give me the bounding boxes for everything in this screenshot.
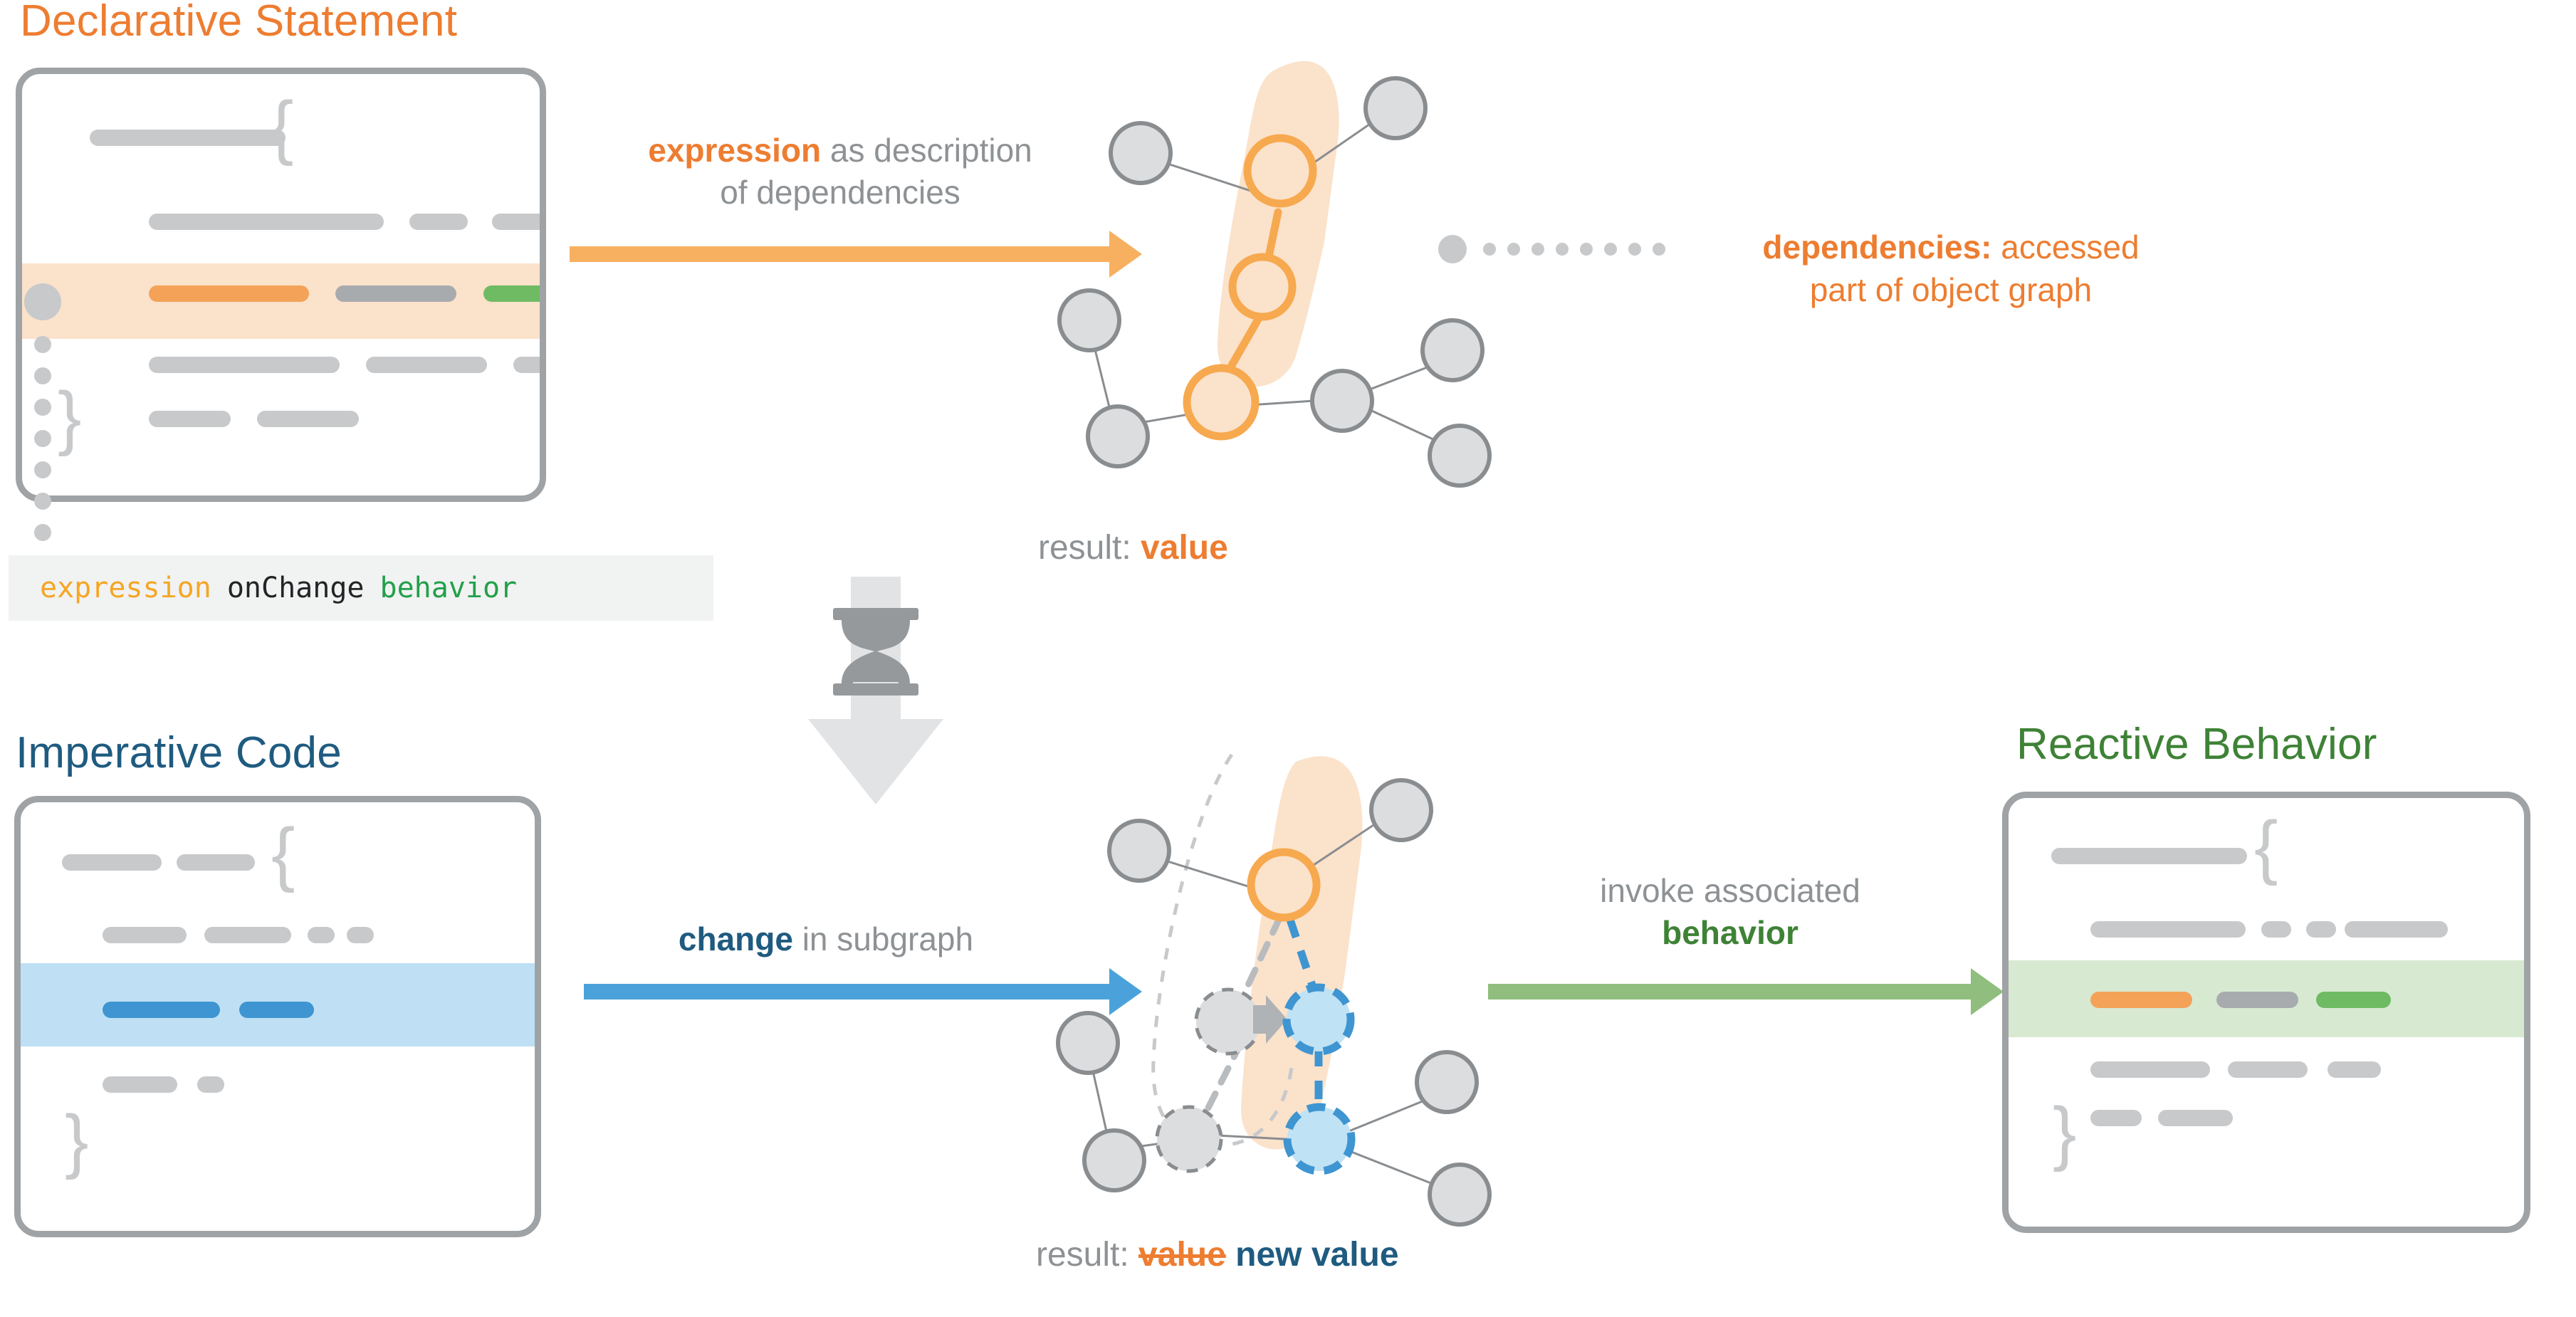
result-top-label: result:	[1038, 529, 1141, 567]
close-brace-glyph: }	[2053, 1093, 2077, 1172]
open-brace-glyph: {	[270, 87, 294, 167]
code-bar	[366, 357, 487, 373]
code-bar	[2261, 921, 2291, 938]
code-bar-behavior	[483, 285, 540, 302]
imperative-code-title: Imperative Code	[16, 728, 342, 777]
code-bar	[2306, 921, 2336, 938]
code-bar-change-1	[103, 1002, 220, 1018]
change-arrow-label-bold: change	[678, 920, 793, 957]
code-bar	[103, 927, 187, 943]
change-arrow-label: change in subgraph	[584, 918, 1068, 960]
result-top-value: value	[1141, 529, 1228, 567]
chip-expression-token: expression	[40, 572, 211, 604]
dependencies-callout-line2: part of object graph	[1809, 271, 2093, 308]
code-bar	[103, 1076, 177, 1093]
result-bottom-old-value: value	[1138, 1236, 1226, 1274]
code-bar	[149, 214, 384, 230]
change-arrow-body	[584, 984, 1111, 999]
hourglass-icon	[833, 608, 918, 696]
graph-nodes-stale	[1155, 987, 1262, 1173]
code-bar	[2051, 848, 2247, 864]
declarative-leader-dots	[24, 283, 61, 572]
chip-onchange-token: onChange	[226, 572, 365, 604]
change-arrow-label-rest: in subgraph	[792, 920, 974, 957]
code-bar	[2090, 921, 2246, 938]
graph-nodes-dependency	[1183, 134, 1317, 441]
code-bar	[197, 1076, 224, 1093]
code-bar	[492, 214, 540, 230]
code-bar	[347, 927, 374, 943]
graph-nodes-grey	[1056, 778, 1492, 1227]
code-bar	[62, 854, 162, 871]
graph-nodes-changed	[1282, 983, 1356, 1175]
close-brace-glyph: }	[58, 377, 82, 457]
code-bar-expression	[149, 285, 309, 302]
code-bar	[2090, 1061, 2210, 1078]
dependencies-callout: dependencies: accessed part of object gr…	[1680, 226, 2221, 312]
dependencies-leader-dots	[1438, 235, 1665, 263]
code-bar	[308, 927, 335, 943]
dependency-graph-bottom	[1056, 753, 1492, 1227]
close-brace-glyph: }	[65, 1101, 89, 1180]
code-bar	[257, 411, 359, 427]
invoke-arrow-body	[1488, 984, 1972, 999]
declarative-code-card: { }	[16, 68, 546, 502]
chip-behavior-token: behavior	[379, 572, 518, 604]
change-arrow-head	[1109, 968, 1142, 1015]
expression-arrow-label-line2: of dependencies	[720, 173, 960, 211]
hourglass-transition-arrow	[808, 577, 943, 804]
result-bottom-label: result:	[1036, 1236, 1139, 1274]
expression-arrow-label-bold: expression	[648, 132, 822, 169]
graph-node-dependency-root	[1247, 848, 1321, 922]
expression-onchange-behavior-chip: expression onChange behavior	[9, 555, 713, 621]
invoke-arrow-label: invoke associated behavior	[1488, 870, 1972, 954]
dependency-graph-top	[1057, 61, 1492, 488]
dependencies-callout-rest: accessed	[1991, 229, 2140, 266]
code-bar-change-2	[239, 1002, 314, 1018]
code-bar	[2090, 1110, 2142, 1126]
result-bottom: result: value new value	[1036, 1235, 1399, 1274]
invoke-arrow-label-bold: behavior	[1662, 913, 1799, 951]
code-bar	[90, 130, 286, 146]
node-moved-indicator	[1253, 995, 1287, 1044]
graph-nodes-grey	[1057, 76, 1492, 488]
result-top: result: value	[1038, 528, 1228, 567]
open-brace-glyph: {	[2254, 807, 2278, 886]
code-bar	[2158, 1110, 2233, 1126]
code-bar-onchange	[2216, 992, 2298, 1008]
expression-arrow-label-rest: as description	[821, 132, 1032, 169]
code-bar	[204, 927, 291, 943]
code-bar	[2228, 1061, 2308, 1078]
code-bar	[177, 854, 255, 871]
invoke-arrow-label-line1: invoke associated	[1600, 872, 1860, 909]
result-bottom-new-value: new value	[1235, 1236, 1399, 1274]
code-bar	[149, 357, 340, 373]
open-brace-glyph: {	[271, 814, 295, 893]
code-bar	[2328, 1061, 2381, 1078]
code-bar	[2345, 921, 2448, 938]
code-bar-expression	[2090, 992, 2192, 1008]
code-bar	[513, 357, 540, 373]
expression-arrow-body	[570, 246, 1111, 262]
dependencies-callout-bold: dependencies:	[1762, 229, 1992, 266]
expression-arrow-label: expression as description of dependencie…	[570, 130, 1111, 214]
imperative-code-card: { }	[14, 796, 541, 1237]
code-bar-onchange	[335, 285, 456, 302]
invoke-arrow-head	[1971, 968, 2004, 1015]
code-bar	[409, 214, 468, 230]
declarative-statement-title: Declarative Statement	[20, 0, 458, 46]
code-bar	[149, 411, 231, 427]
reactive-behavior-title: Reactive Behavior	[2016, 720, 2377, 769]
graph-edges-changed	[1286, 918, 1323, 1103]
expression-arrow-head	[1109, 231, 1142, 278]
reactive-code-card: { }	[2002, 792, 2530, 1233]
code-bar-behavior	[2316, 992, 2391, 1008]
